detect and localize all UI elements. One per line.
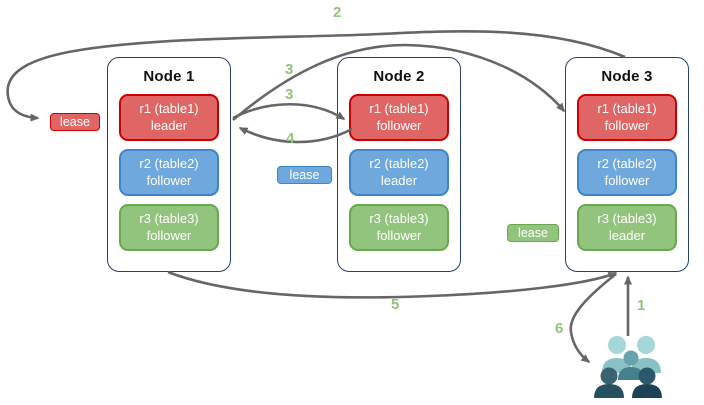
step-label-6: 6 [555, 320, 564, 337]
replica-role: follower [376, 227, 422, 243]
replica-name: r2 (table2) [139, 156, 199, 172]
node-1-replica-r2: r2 (table2) follower [119, 149, 219, 196]
node-2-replica-r3: r3 (table3) follower [349, 204, 449, 251]
arrow-step-5 [167, 270, 618, 299]
step-label-1: 1 [637, 297, 646, 314]
replica-name: r3 (table3) [597, 211, 657, 227]
replica-name: r2 (table2) [369, 156, 429, 172]
replica-name: r3 (table3) [139, 211, 199, 227]
node-2-replica-r2: r2 (table2) leader [349, 149, 449, 196]
replica-role: follower [146, 227, 192, 243]
node-1-replica-r1: r1 (table1) leader [119, 94, 219, 141]
replica-name: r3 (table3) [369, 211, 429, 227]
replica-role: follower [604, 117, 650, 133]
step-label-3b: 3 [285, 86, 294, 103]
node-2: Node 2 r1 (table1) follower r2 (table2) … [337, 57, 461, 272]
step-label-3a: 3 [285, 61, 294, 78]
replica-name: r2 (table2) [597, 156, 657, 172]
node-1-title: Node 1 [143, 68, 195, 85]
replica-role: leader [150, 117, 188, 133]
node-3-replica-r3: r3 (table3) leader [577, 204, 677, 251]
lease-tag-blue: lease [277, 166, 332, 184]
replica-name: r1 (table1) [597, 101, 657, 117]
replica-name: r1 (table1) [139, 101, 199, 117]
node-1-replica-r3: r3 (table3) follower [119, 204, 219, 251]
step-label-4: 4 [286, 130, 295, 147]
node-1: Node 1 r1 (table1) leader r2 (table2) fo… [107, 57, 231, 272]
users-icon [594, 336, 662, 398]
replica-name: r1 (table1) [369, 101, 429, 117]
arrow-step-6 [569, 272, 617, 364]
node-3-title: Node 3 [601, 68, 653, 85]
node-3-replica-r1: r1 (table1) follower [577, 94, 677, 141]
arrow-step-3-to-node2 [232, 102, 346, 121]
replica-role: follower [146, 172, 192, 188]
replica-role: leader [380, 172, 418, 188]
arrow-step-4 [238, 126, 353, 144]
node-3-replica-r2: r2 (table2) follower [577, 149, 677, 196]
node-2-title: Node 2 [373, 68, 425, 85]
replica-role: follower [376, 117, 422, 133]
step-label-5: 5 [391, 296, 400, 313]
step-label-2: 2 [333, 4, 342, 21]
replica-role: leader [608, 227, 646, 243]
arrow-step-2 [6, 30, 626, 122]
node-2-replica-r1: r1 (table1) follower [349, 94, 449, 141]
lease-tag-green: lease [507, 224, 559, 242]
replica-role: follower [604, 172, 650, 188]
node-3: Node 3 r1 (table1) follower r2 (table2) … [565, 57, 689, 272]
lease-tag-red: lease [50, 113, 100, 131]
